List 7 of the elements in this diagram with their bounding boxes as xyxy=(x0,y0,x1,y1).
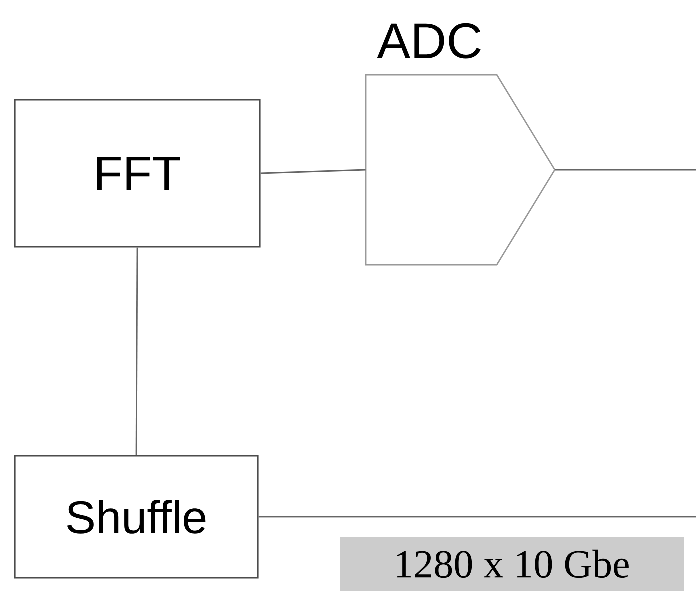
connector-line xyxy=(260,169,366,174)
connector-line xyxy=(258,516,696,518)
connector-line xyxy=(555,169,696,171)
link-label: 1280 x 10 Gbe xyxy=(340,537,684,591)
process-box: Shuffle xyxy=(14,455,259,579)
process-box: FFT xyxy=(14,99,261,248)
connector-line xyxy=(136,248,138,456)
